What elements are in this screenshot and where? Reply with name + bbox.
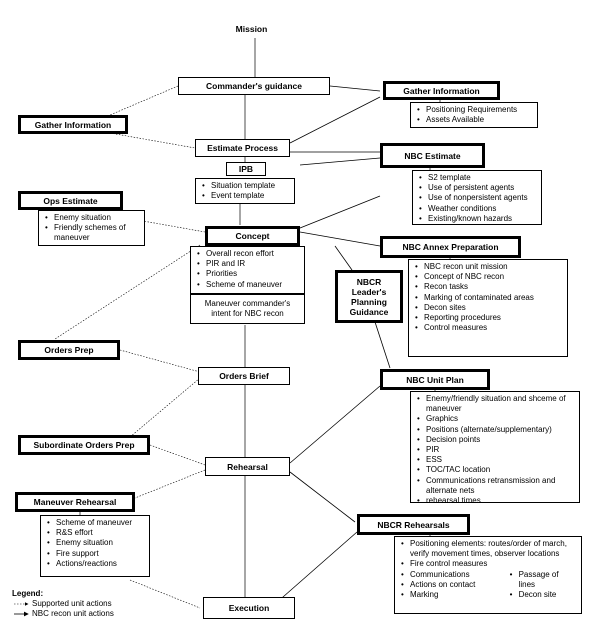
nbcr-leaders-planning-guidance-box: NBCR Leader's Planning Guidance	[335, 270, 403, 323]
nbc-unit-plan-item: ESS	[417, 455, 575, 465]
ipb-label: IPB	[238, 164, 254, 174]
gather-information-list: Positioning Requirements Assets Availabl…	[410, 102, 538, 128]
rehearsal-label: Rehearsal	[227, 461, 268, 472]
nbc-annex-item: Decon sites	[415, 303, 563, 313]
concept-item: PIR and IR	[197, 259, 300, 269]
concept-item: Scheme of maneuver	[197, 280, 300, 290]
nbc-annex-item: Reporting procedures	[415, 313, 563, 323]
legend-nbc-label: NBC recon unit actions	[32, 609, 114, 618]
nbcr-guidance-label: NBCR Leader's Planning Guidance	[349, 276, 389, 317]
gather-information-left-box: Gather Information	[18, 115, 128, 134]
ops-estimate-list: Enemy situation Friendly schemes of mane…	[38, 210, 145, 246]
nbc-estimate-box: NBC Estimate	[380, 143, 485, 168]
nbc-estimate-item: Existing/known hazards	[419, 214, 537, 224]
rehearsal-box: Rehearsal	[205, 457, 290, 476]
orders-prep-label: Orders Prep	[44, 345, 94, 355]
nbcr-rehearsals-box: NBCR Rehearsals	[357, 514, 470, 535]
nbcr-rehearsals-item: Decon site	[509, 590, 577, 600]
gather-information-right-box: Gather Information	[383, 81, 500, 100]
nbcr-rehearsals-item: Positioning elements: routes/order of ma…	[401, 539, 577, 559]
subordinate-orders-prep-box: Subordinate Orders Prep	[18, 435, 150, 455]
maneuver-rehearsal-label: Maneuver Rehearsal	[33, 497, 117, 507]
maneuver-rehearsal-list: Scheme of maneuver R&S effort Enemy situ…	[40, 515, 150, 577]
nbcr-rehearsals-item: Communications	[401, 570, 508, 580]
maneuver-rehearsal-box: Maneuver Rehearsal	[15, 492, 135, 512]
ops-estimate-label: Ops Estimate	[43, 195, 98, 206]
maneuver-rehearsal-item: Scheme of maneuver	[47, 518, 145, 528]
gather-information-right-label: Gather Information	[403, 85, 480, 96]
ops-estimate-box: Ops Estimate	[18, 191, 123, 210]
nbc-unit-plan-label: NBC Unit Plan	[406, 374, 464, 385]
concept-item: Overall recon effort	[197, 249, 300, 259]
nbc-unit-plan-list: Enemy/friendly situation and shceme of m…	[410, 391, 580, 506]
nbcr-rehearsals-item: Marking	[401, 590, 508, 600]
maneuver-rehearsal-item: Enemy situation	[47, 538, 145, 548]
estimate-process-label: Estimate Process	[207, 143, 278, 153]
gather-info-item: Assets Available	[417, 115, 533, 125]
nbc-annex-item: Recon tasks	[415, 282, 563, 292]
nbcr-rehearsals-label: NBCR Rehearsals	[377, 519, 450, 530]
ops-estimate-item: Friendly schemes of maneuver	[45, 223, 140, 243]
orders-brief-box: Orders Brief	[198, 367, 290, 385]
intent-note-box: Maneuver commander's intent for NBC reco…	[190, 294, 305, 324]
mission-label: Mission	[235, 23, 268, 34]
nbc-annex-item: Concept of NBC recon	[415, 272, 563, 282]
nbc-unit-plan-item: Enemy/friendly situation and shceme of m…	[417, 394, 575, 414]
ipb-box: IPB	[226, 162, 266, 176]
nbc-annex-item: NBC recon unit mission	[415, 262, 563, 272]
nbc-unit-plan-item: Decision points	[417, 435, 575, 445]
orders-brief-label: Orders Brief	[219, 371, 269, 381]
nbc-estimate-item: Use of persistent agents	[419, 183, 537, 193]
concept-item: Priorities	[197, 269, 300, 279]
gather-information-left-label: Gather Information	[34, 119, 112, 130]
ipb-list: Situation template Event template	[195, 178, 295, 204]
concept-box: Concept	[205, 226, 300, 246]
nbc-estimate-list: S2 template Use of persistent agents Use…	[412, 170, 542, 225]
intent-note-label: Maneuver commander's intent for NBC reco…	[204, 299, 291, 318]
nbc-unit-plan-item: rehearsal times	[417, 496, 575, 506]
nbc-annex-item: Control measures	[415, 323, 563, 333]
execution-box: Execution	[203, 597, 295, 619]
nbc-annex-list: NBC recon unit mission Concept of NBC re…	[408, 259, 568, 357]
nbc-unit-plan-item: PIR	[417, 445, 575, 455]
nbc-annex-preparation-label: NBC Annex Preparation	[402, 242, 499, 252]
nbc-annex-preparation-box: NBC Annex Preparation	[380, 236, 521, 258]
estimate-process-box: Estimate Process	[195, 139, 290, 157]
ipb-item: Situation template	[202, 181, 290, 191]
commanders-guidance-box: Commander's guidance	[178, 77, 330, 95]
ipb-item: Event template	[202, 191, 290, 201]
nbcr-rehearsals-list: Positioning elements: routes/order of ma…	[394, 536, 582, 614]
nbc-unit-plan-item: Positions (alternate/supplementary)	[417, 425, 575, 435]
commanders-guidance-label: Commander's guidance	[205, 81, 302, 91]
nbcr-rehearsals-item: Fire control measures	[401, 559, 577, 569]
maneuver-rehearsal-item: R&S effort	[47, 528, 145, 538]
subordinate-orders-prep-label: Subordinate Orders Prep	[33, 440, 135, 450]
nbc-estimate-item: S2 template	[419, 173, 537, 183]
nbc-unit-plan-item: Graphics	[417, 414, 575, 424]
nbc-estimate-item: Weather conditions	[419, 204, 537, 214]
execution-label: Execution	[228, 603, 270, 613]
nbc-estimate-item: Use of nonpersistent agents	[419, 193, 537, 203]
orders-prep-box: Orders Prep	[18, 340, 120, 360]
nbcr-rehearsals-item: Actions on contact	[401, 580, 508, 590]
nbc-unit-plan-item: Communications retransmission and altern…	[417, 476, 575, 496]
ops-estimate-item: Enemy situation	[45, 213, 140, 223]
nbc-estimate-label: NBC Estimate	[404, 150, 461, 161]
legend-supported-label: Supported unit actions	[32, 599, 112, 608]
concept-list: Overall recon effort PIR and IR Prioriti…	[190, 246, 305, 294]
maneuver-rehearsal-item: Fire support	[47, 549, 145, 559]
maneuver-rehearsal-item: Actions/reactions	[47, 559, 145, 569]
nbcr-rehearsals-item: Passage of lines	[509, 570, 577, 590]
nbc-annex-item: Marking of contaminated areas	[415, 293, 563, 303]
nbc-unit-plan-item: TOC/TAC location	[417, 465, 575, 475]
concept-label: Concept	[235, 231, 270, 241]
nbc-unit-plan-box: NBC Unit Plan	[380, 369, 490, 390]
gather-info-item: Positioning Requirements	[417, 105, 533, 115]
legend-title: Legend:	[12, 589, 44, 598]
mission-box: Mission	[190, 19, 313, 38]
